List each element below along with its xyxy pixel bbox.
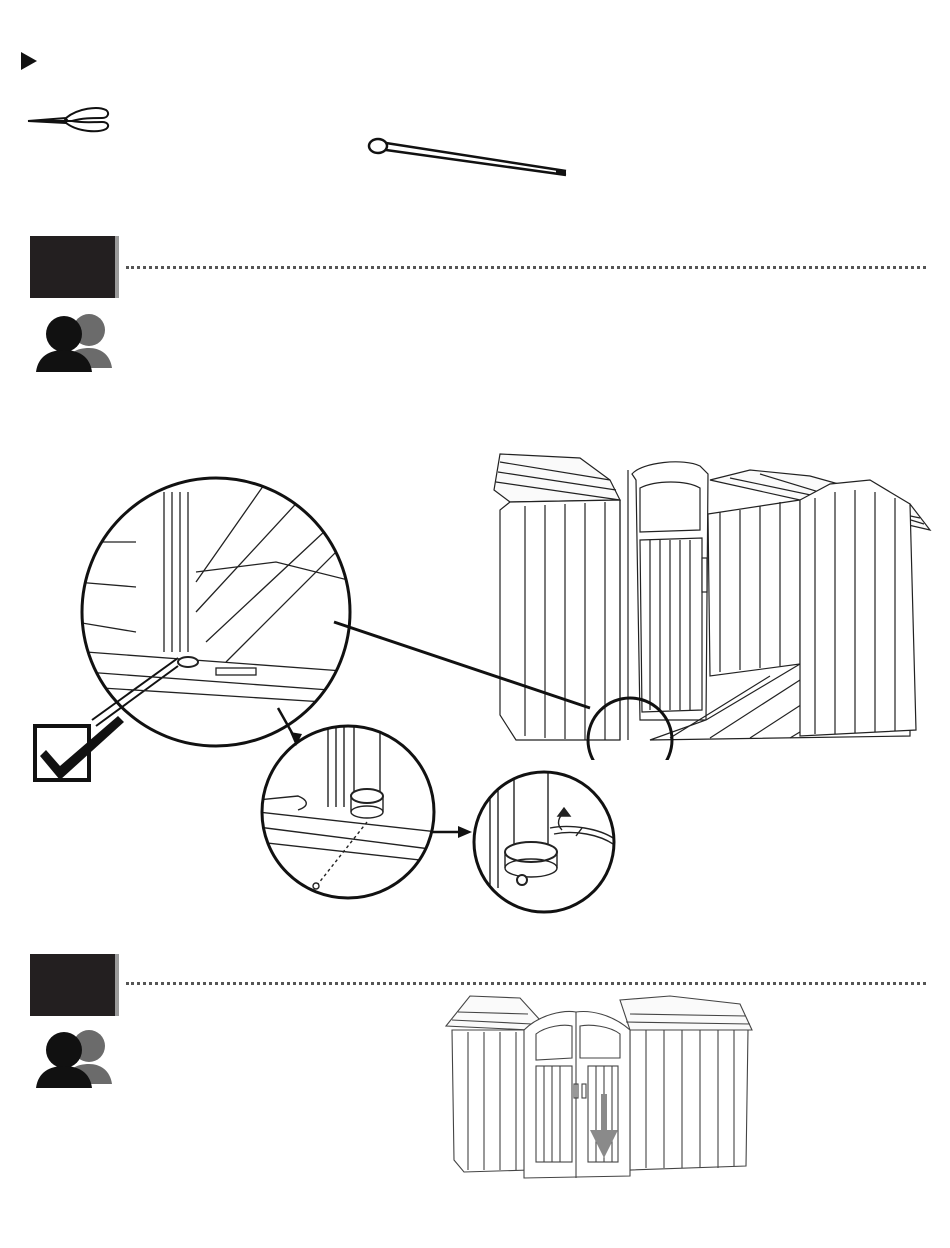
shed-closed-door-illustration (440, 990, 760, 1190)
detail-circle-insert-pin (258, 722, 438, 902)
checkmark-box-icon (32, 712, 128, 786)
two-person-icon (34, 312, 114, 374)
cotter-pin-icon (366, 134, 572, 182)
needle-nose-pliers-icon (26, 104, 112, 134)
play-triangle-icon (20, 50, 40, 72)
detail-circle-bend-pin (470, 768, 618, 916)
detail-circle-hinge-pin (76, 472, 356, 752)
step-number-box (30, 236, 115, 298)
step-divider (126, 266, 926, 269)
step-number-box (30, 954, 115, 1016)
step-divider (126, 982, 926, 985)
two-person-icon (34, 1028, 114, 1090)
